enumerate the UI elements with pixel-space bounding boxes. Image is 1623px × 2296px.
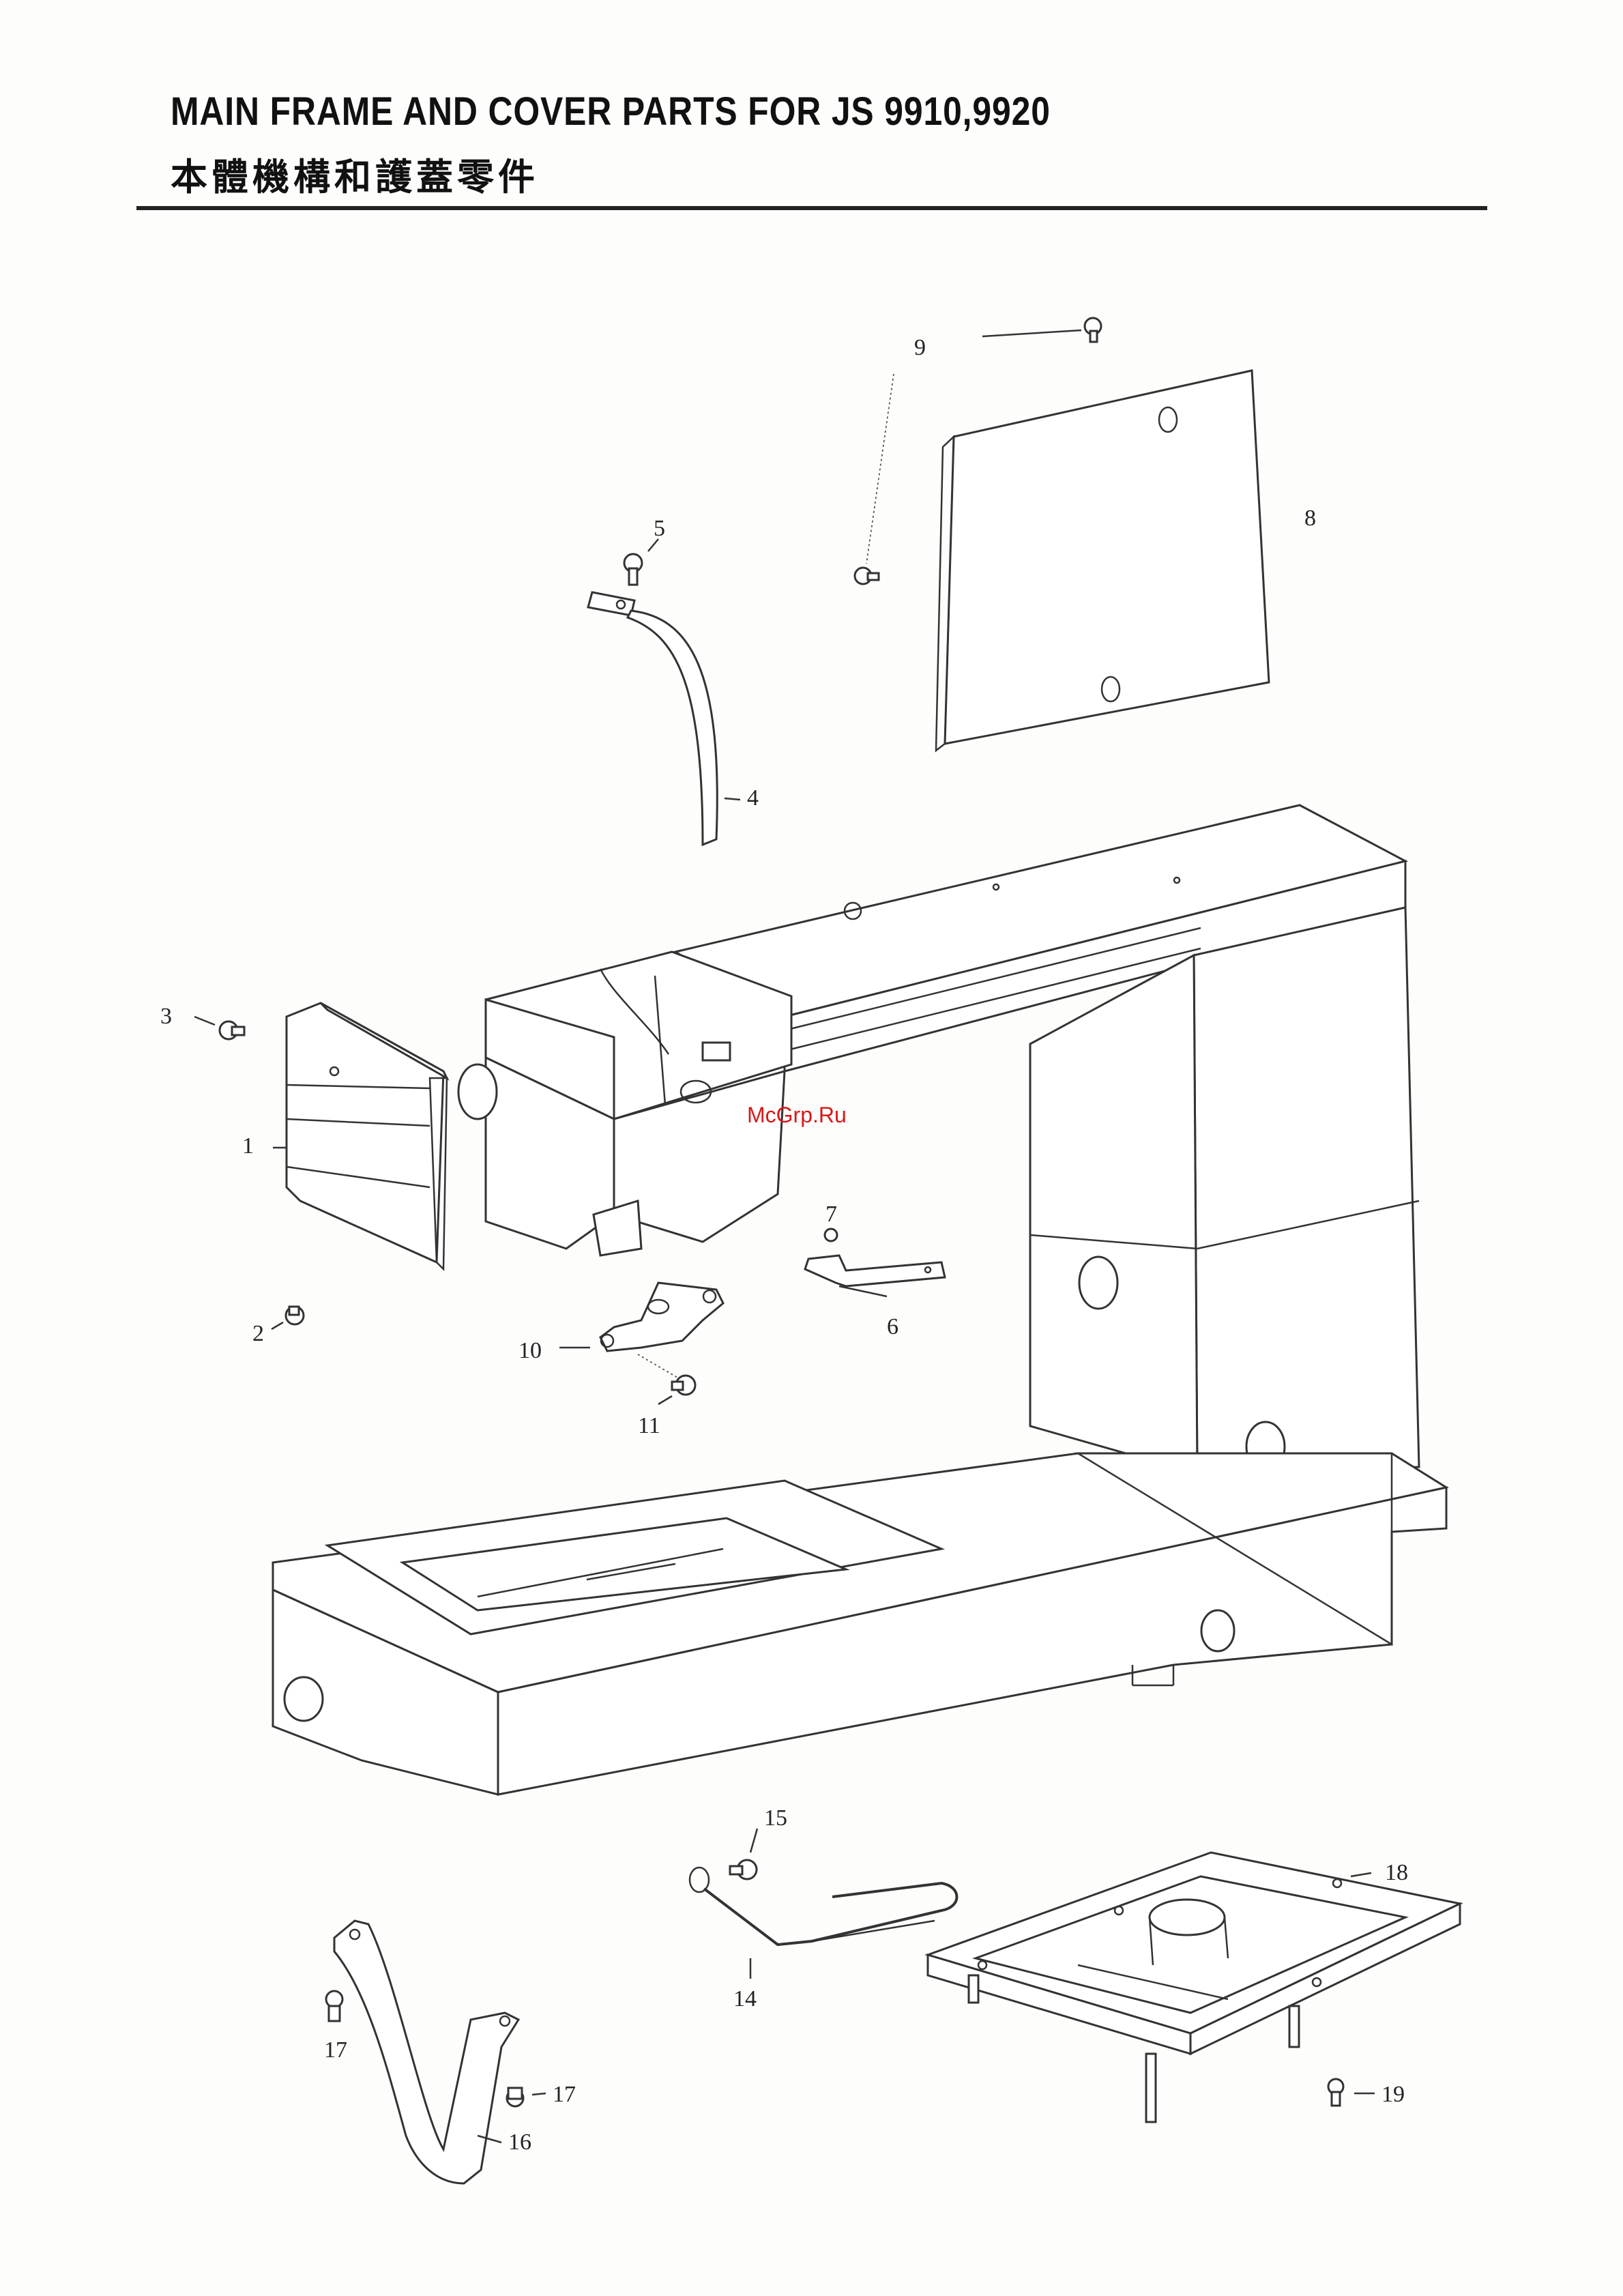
machine-bed-base (273, 1453, 1446, 1794)
plate-part-6 (805, 1229, 945, 1296)
bracket-part-10 (559, 1283, 723, 1404)
thread-guide-part-4 (588, 539, 740, 845)
screw-part-2 (272, 1307, 304, 1329)
callout-17-right: 17 (553, 2082, 576, 2107)
cover-plate-part-8 (936, 370, 1269, 751)
oil-pan-part-18 (928, 1852, 1460, 2122)
callout-14: 14 (733, 1986, 757, 2011)
callout-2: 2 (252, 1321, 264, 1346)
callout-6: 6 (887, 1314, 898, 1339)
screw-part-3 (194, 1017, 244, 1039)
callout-5: 5 (654, 516, 665, 541)
callout-16: 16 (508, 2130, 531, 2155)
machine-arm-frame (458, 805, 1419, 1474)
callout-11: 11 (638, 1413, 660, 1438)
callout-9: 9 (914, 335, 926, 360)
callout-15: 15 (764, 1805, 787, 1831)
face-cover-part-1 (273, 1003, 447, 1269)
lifter-rod-part-14 (690, 1829, 957, 1979)
callout-8: 8 (1304, 506, 1316, 531)
watermark-text: McGrp.Ru (747, 1103, 847, 1127)
callout-7: 7 (825, 1202, 837, 1227)
callout-10: 10 (518, 1338, 542, 1363)
callout-18: 18 (1385, 1860, 1408, 1885)
callout-19: 19 (1381, 2082, 1405, 2107)
callout-3: 3 (160, 1004, 172, 1029)
callout-1: 1 (242, 1133, 254, 1159)
callout-17-left: 17 (324, 2037, 347, 2063)
callout-4: 4 (747, 785, 759, 811)
